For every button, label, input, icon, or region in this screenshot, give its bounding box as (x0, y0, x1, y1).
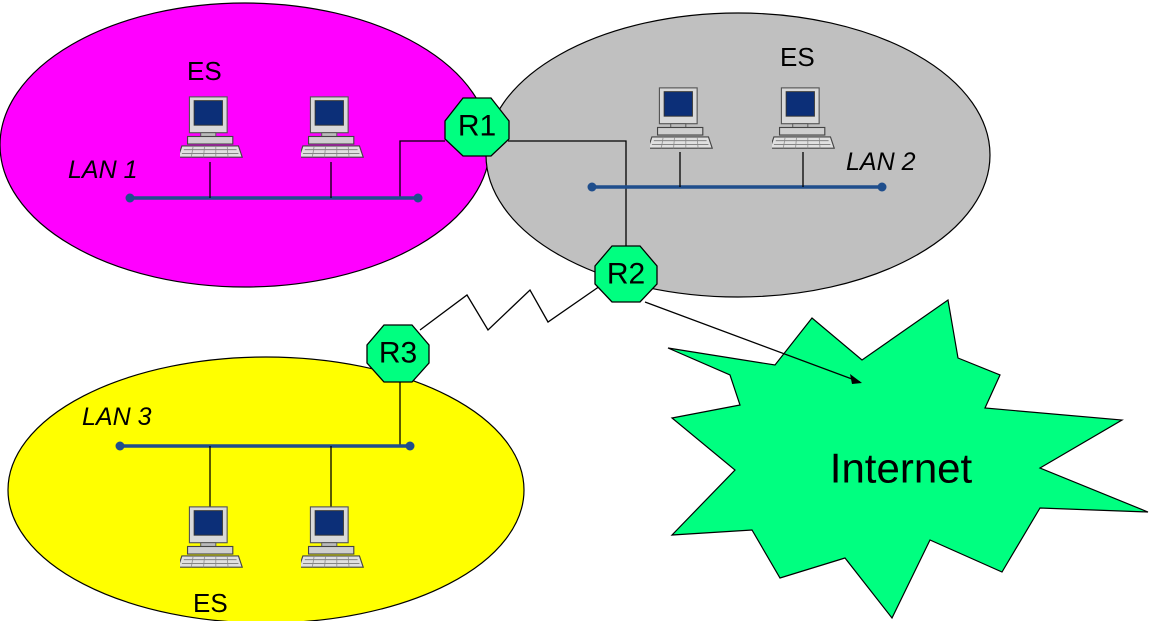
lan-label: LAN 1 (68, 156, 137, 184)
lan-label: LAN 3 (82, 403, 152, 431)
lan-label: LAN 2 (846, 148, 916, 176)
router-label: R3 (379, 337, 417, 370)
lan-3-area (7, 356, 525, 621)
lan-2-bus (587, 182, 887, 192)
end-system-label: ES (187, 56, 222, 86)
router-label: R1 (458, 110, 496, 143)
router-label: R2 (607, 258, 645, 291)
router-r1: R1 (444, 97, 510, 157)
internet-cloud (667, 298, 1149, 620)
r2-internet-link (644, 301, 861, 383)
r1-lan2-link (508, 140, 627, 187)
r1-lan1-link (399, 140, 445, 198)
internet-label: Internet (830, 445, 973, 492)
lan-3-bus (115, 441, 415, 451)
end-system-label: ES (193, 588, 228, 618)
lan-1-area (0, 2, 491, 288)
router-r3: R3 (366, 324, 430, 383)
link-arrowhead (850, 374, 862, 384)
r2-r3-serial-link (419, 285, 601, 332)
end-system-label: ES (780, 42, 815, 72)
lan-1-bus (125, 193, 423, 203)
router-r2: R2 (594, 245, 658, 303)
